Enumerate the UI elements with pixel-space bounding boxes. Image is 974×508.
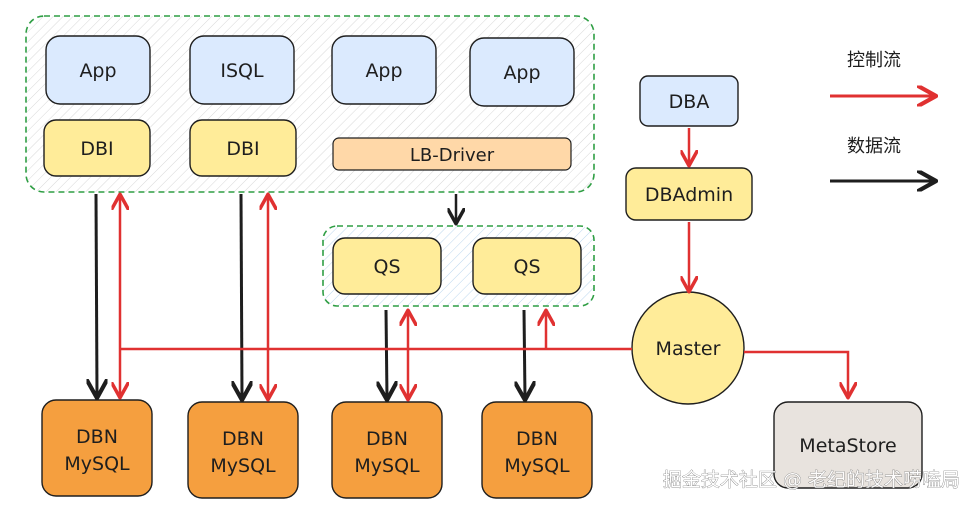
app-label-1: App <box>79 60 116 82</box>
dbn-label-1b: MySQL <box>64 453 130 475</box>
dbn-node-4: DBN MySQL <box>481 401 593 499</box>
dbi-label-1: DBI <box>80 138 113 160</box>
qs-label-2: QS <box>513 256 540 278</box>
legend-data-label: 数据流 <box>847 136 901 157</box>
qs-node-2: QS <box>472 237 582 295</box>
lb-driver-label: LB-Driver <box>410 145 495 166</box>
dbi-node-1: DBI <box>43 119 151 177</box>
qs-node-1: QS <box>332 237 442 295</box>
data-arrow-qs1-dbn3 <box>386 309 387 398</box>
app-node-2: App <box>331 35 437 105</box>
app-node-1: App <box>45 35 151 105</box>
dbn-label-3a: DBN <box>366 428 408 450</box>
dbadmin-node: DBAdmin <box>625 167 753 221</box>
dba-label: DBA <box>669 91 710 113</box>
dbn-label-2b: MySQL <box>210 455 276 477</box>
app-label-3: App <box>503 62 540 84</box>
master-label: Master <box>656 338 721 360</box>
dbn-label-3b: MySQL <box>354 455 420 477</box>
dbn-node-2: DBN MySQL <box>187 401 299 499</box>
dbn-label-4b: MySQL <box>504 455 570 477</box>
data-arrow-dbi1-dbn1 <box>96 193 97 396</box>
control-arrow-master-metastore <box>744 350 848 396</box>
isql-node: ISQL <box>189 35 295 105</box>
master-node: Master <box>631 291 745 405</box>
legend: 控制流 数据流 <box>830 50 934 181</box>
qs-label-1: QS <box>373 256 400 278</box>
app-node-3: App <box>469 37 575 107</box>
dbn-label-1a: DBN <box>76 426 118 448</box>
dbn-node-3: DBN MySQL <box>331 401 443 499</box>
data-arrow-dbi2-dbn2 <box>241 193 242 398</box>
dbn-node-1: DBN MySQL <box>41 399 153 497</box>
metastore-label: MetaStore <box>799 435 896 457</box>
data-arrow-qs2-dbn4 <box>524 309 525 398</box>
dbi-node-2: DBI <box>189 119 297 177</box>
dbi-label-2: DBI <box>226 138 259 160</box>
dbn-label-2a: DBN <box>222 428 264 450</box>
dbn-label-4a: DBN <box>516 428 558 450</box>
lb-driver-node: LB-Driver <box>332 137 572 171</box>
metastore-node: MetaStore <box>773 401 923 489</box>
app-label-2: App <box>365 60 402 82</box>
dba-node: DBA <box>639 75 739 127</box>
legend-control-label: 控制流 <box>847 50 901 71</box>
isql-label: ISQL <box>220 60 264 82</box>
watermark: 掘金技术社区 @ 老纪的技术唠嗑局 <box>663 469 960 491</box>
dbadmin-label: DBAdmin <box>645 184 733 206</box>
